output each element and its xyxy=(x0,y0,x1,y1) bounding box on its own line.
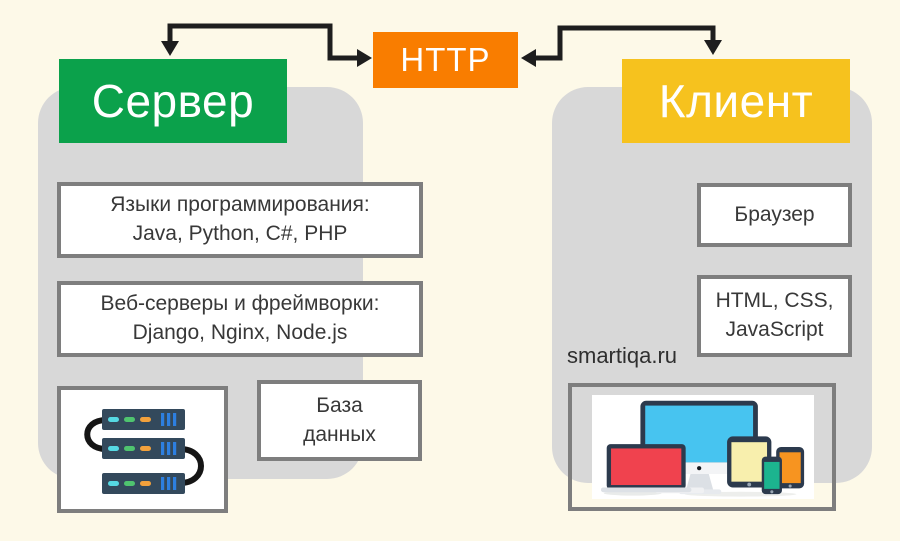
database-line2: данных xyxy=(303,422,376,446)
tech-line1: HTML, CSS, xyxy=(715,289,834,313)
server-unit-3 xyxy=(102,473,185,494)
client-title: Клиент xyxy=(658,75,814,127)
devices-illustration xyxy=(600,400,805,497)
database-line1: База xyxy=(316,393,363,417)
devices-image xyxy=(592,395,814,499)
smartphone-icon xyxy=(761,456,782,495)
http-box: HTTP xyxy=(373,32,518,88)
http-label: HTTP xyxy=(400,41,491,78)
server-title: Сервер xyxy=(91,75,255,127)
tech-box: HTML, CSS, JavaScript xyxy=(697,275,852,357)
server-stack-box xyxy=(57,386,228,513)
server-header: Сервер xyxy=(59,59,287,143)
watermark: smartiqa.ru xyxy=(567,343,678,368)
server-stack-icon xyxy=(84,409,204,494)
frameworks-box: Веб-серверы и фреймворки: Django, Nginx,… xyxy=(57,281,423,357)
mini-tablet-icon xyxy=(776,447,805,489)
tech-line2: JavaScript xyxy=(725,318,824,341)
frameworks-line2: Django, Nginx, Node.js xyxy=(132,321,348,344)
client-http-arrow xyxy=(521,25,722,67)
devices-box xyxy=(568,383,836,511)
database-box: База данных xyxy=(257,380,422,461)
browser-box: Браузер xyxy=(697,183,852,247)
languages-line2: Java, Python, C#, PHP xyxy=(132,222,348,245)
tablet-icon xyxy=(727,436,772,488)
frameworks-line1: Веб-серверы и фреймворки: xyxy=(100,292,380,316)
client-header: Клиент xyxy=(622,59,850,143)
laptop-icon xyxy=(600,444,692,493)
browser-label: Браузер xyxy=(734,202,815,226)
server-unit-2 xyxy=(102,438,185,459)
http-arrows xyxy=(161,23,722,67)
server-http-arrow xyxy=(161,23,372,67)
languages-box: Языки программирования: Java, Python, C#… xyxy=(57,182,423,258)
server-unit-1 xyxy=(102,409,185,430)
languages-line1: Языки программирования: xyxy=(110,193,370,217)
